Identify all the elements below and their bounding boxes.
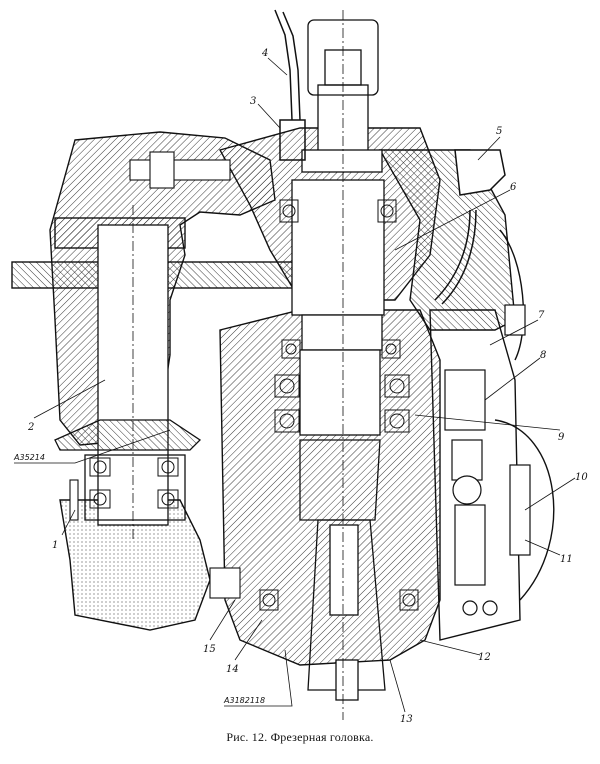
callout-10: 10 [575, 472, 588, 483]
callout-9: 9 [558, 432, 565, 443]
callout-labels: 1 2 3 4 5 6 7 8 9 10 11 12 13 14 15 А352… [13, 48, 588, 725]
callout-2: 2 [27, 422, 34, 433]
figure-caption: Рис. 12. Фрезерная головка. [226, 730, 374, 744]
right-mechanism [444, 304, 531, 616]
callout-11: 11 [560, 554, 573, 565]
bearings [89, 199, 419, 611]
callout-8: 8 [540, 350, 546, 361]
lubrication-pipes [274, 9, 506, 305]
callout-15: 15 [203, 644, 216, 655]
callout-6: 6 [510, 182, 517, 193]
spindle [291, 10, 386, 720]
callout-14: 14 [226, 664, 239, 675]
callout-13: 13 [400, 714, 413, 725]
callout-7: 7 [538, 310, 545, 321]
bearing-ref-bottom: А3182118 [223, 696, 265, 705]
callout-3: 3 [250, 96, 256, 107]
leader-lines [14, 57, 576, 713]
callout-4: 4 [261, 48, 268, 59]
callout-12: 12 [478, 652, 491, 663]
callout-1: 1 [52, 540, 58, 551]
bolts [69, 151, 241, 599]
callout-5: 5 [496, 126, 502, 137]
bearing-ref-left: А35214 [13, 453, 45, 462]
